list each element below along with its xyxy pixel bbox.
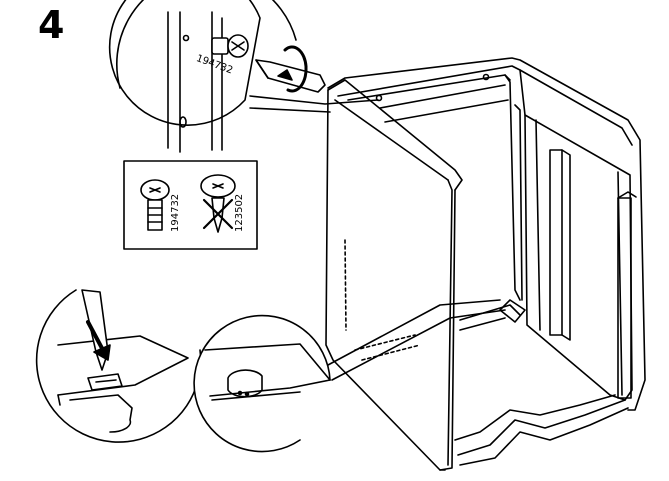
- screw-icon: [211, 34, 249, 58]
- cabinet: [325, 57, 646, 471]
- push-arrow-icon: [86, 320, 111, 361]
- rail-right: [617, 197, 632, 399]
- rotate-arrow-icon: [277, 45, 308, 93]
- parts-box-frame: [123, 160, 258, 250]
- cabinet-top-frame: [327, 57, 646, 411]
- parts-box-wrong-label: 123502: [234, 194, 245, 232]
- right-side-panel: [519, 69, 633, 401]
- slot: [87, 373, 123, 391]
- parts-box: 194732 123502: [123, 160, 258, 250]
- plinth: [454, 394, 616, 441]
- callout-top: 194732: [108, 0, 379, 153]
- parts-box-correct-label: 194732: [170, 194, 181, 232]
- rail-left: [549, 149, 563, 336]
- callout-bottom-left-circle: [35, 289, 202, 443]
- slot-closed: [227, 369, 263, 398]
- left-side-panel: [325, 89, 456, 471]
- callout-bottom-left: [35, 289, 202, 443]
- cross-mark-icon: [202, 198, 234, 230]
- base-bracket: [499, 299, 526, 323]
- screw-icon: [140, 179, 170, 231]
- callout-top-circle: [108, 0, 261, 126]
- back-panel: [504, 74, 521, 301]
- callout-bottom-middle: [193, 299, 506, 453]
- step-number: 4: [38, 3, 65, 47]
